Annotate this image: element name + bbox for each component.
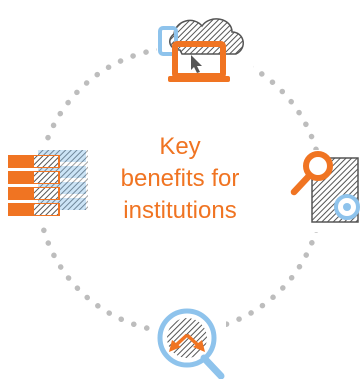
center-title-line-1: Key	[159, 133, 201, 160]
center-title: Key benefits for institutions	[95, 131, 265, 227]
center-title-line-2: benefits for	[120, 165, 240, 192]
magnifier-arrows-icon	[150, 306, 226, 380]
cloud-laptop-icon	[157, 18, 253, 96]
search-certificate-icon	[290, 150, 361, 232]
server-stack-icon	[4, 146, 92, 224]
center-title-line-3: institutions	[123, 197, 237, 224]
